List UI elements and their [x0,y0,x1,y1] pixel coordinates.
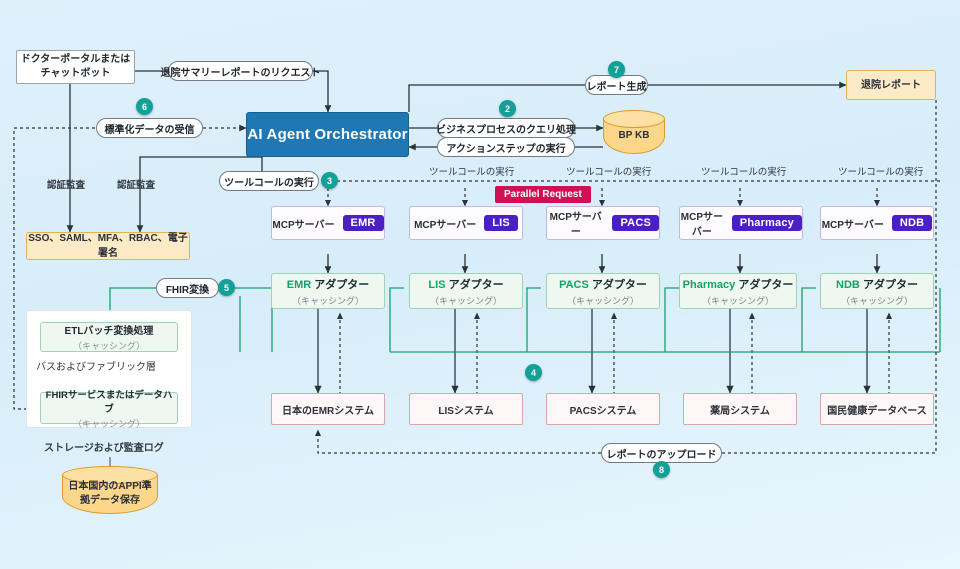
node-mcp-server-ndb[interactable]: MCPサーバー NDB [820,206,934,240]
node-auth-store-label: SSO、SAML、MFA、RBAC、電子署名 [28,233,188,259]
node-adapter-pharmacy[interactable]: Pharmacy アダプター （キャッシング） [679,273,797,309]
node-adapter-emr[interactable]: EMR アダプター （キャッシング） [271,273,385,309]
edge-label-bus-fabric: バスおよびファブリック層 [36,362,156,373]
edge-pill-bp-query[interactable]: ビジネスプロセスのクエリ処理 [436,118,576,138]
edge-pill-report-upload[interactable]: レポートのアップロード [601,443,722,463]
node-system-pharmacy[interactable]: 薬局システム [683,393,797,425]
edge-label-tool-call-5: ツールコールの実行 [838,167,924,178]
node-adapter-pacs[interactable]: PACS アダプター （キャッシング） [546,273,660,309]
adapter-suffix: アダプター [735,278,794,291]
node-system-ndb[interactable]: 国民健康データベース [820,393,934,425]
node-etl-batch[interactable]: ETLバッチ変換処理 （キャッシング） [40,322,178,352]
mcp-server-prefix: MCPサーバー [549,212,602,238]
edge-pill-fhir-transform[interactable]: FHIR変換 [156,278,219,298]
mcp-server-tag: NDB [891,215,933,231]
step-badge-3: 3 [321,172,338,189]
system-label: LISシステム [438,405,494,417]
node-adapter-ndb[interactable]: NDB アダプター （キャッシング） [820,273,934,309]
edge-pill-request[interactable]: 退院サマリーレポートのリクエスト [161,61,321,81]
adapter-title: Pharmacy アダプター [683,276,794,292]
node-doctor-portal[interactable]: ドクターポータルまたは チャットボット [16,50,135,84]
system-label: 薬局システム [710,405,770,417]
mcp-server-prefix: MCPサーバー [272,219,335,231]
step-badge-8: 8 [653,461,670,478]
node-doctor-portal-label: ドクターポータルまたは チャットボット [20,53,131,80]
node-mcp-server-lis[interactable]: MCPサーバー LIS [409,206,523,240]
adapter-name: PACS [559,278,589,291]
adapter-title: NDB アダプター [836,276,918,292]
bp-kb-cylinder-top [603,110,665,128]
adapter-name: Pharmacy [682,278,736,291]
node-appi-store-label: 日本国内のAPPI準 拠データ保存 [68,480,152,507]
edge-label-tool-call-2: ツールコールの実行 [429,167,515,178]
adapter-title: PACS アダプター [559,276,647,292]
adapter-title: EMR アダプター [287,276,370,292]
node-discharge-report-label: 退院レポート [861,79,921,91]
node-mcp-server-pharmacy[interactable]: MCPサーバー Pharmacy [679,206,803,240]
node-ai-agent-orchestrator[interactable]: AI Agent Orchestrator [246,112,409,157]
node-orchestrator-label: AI Agent Orchestrator [247,126,408,143]
mcp-server-tag: EMR [342,215,384,231]
node-system-emr[interactable]: 日本のEMRシステム [271,393,385,425]
step-badge-6: 6 [136,98,153,115]
step-badge-5: 5 [218,279,235,296]
mcp-server-tag: Pharmacy [731,215,802,231]
step-badge-7: 7 [608,61,625,78]
step-badge-4: 4 [525,364,542,381]
node-adapter-lis[interactable]: LIS アダプター （キャッシング） [409,273,523,309]
mcp-server-prefix: MCPサーバー [821,219,884,231]
adapter-name: LIS [428,278,446,291]
step-badge-2: 2 [499,100,516,117]
node-bp-kb[interactable]: BP KB [603,110,665,154]
adapter-name: NDB [836,278,860,291]
adapter-suffix: アダプター [311,278,370,291]
mcp-server-tag: LIS [484,215,518,231]
mcp-server-tag: PACS [612,215,659,231]
adapter-sub: （キャッシング） [429,295,502,306]
node-auth-store[interactable]: SSO、SAML、MFA、RBAC、電子署名 [26,232,190,260]
node-fhir-hub-sub: （キャッシング） [72,418,145,429]
edge-pill-action-step[interactable]: アクションステップの実行 [437,137,575,157]
edge-pill-tool-call-main[interactable]: ツールコールの実行 [219,171,319,191]
adapter-sub: （キャッシング） [291,295,364,306]
adapter-sub: （キャッシング） [840,295,913,306]
adapter-sub: （キャッシング） [566,295,639,306]
node-mcp-server-pacs[interactable]: MCPサーバー PACS [546,206,660,240]
parallel-request-chip: Parallel Request [495,186,591,203]
mcp-server-prefix: MCPサーバー [680,212,724,238]
adapter-suffix: アダプター [445,278,504,291]
node-system-pacs[interactable]: PACSシステム [546,393,660,425]
adapter-sub: （キャッシング） [701,295,774,306]
mcp-server-prefix: MCPサーバー [414,219,477,231]
node-fhir-hub[interactable]: FHIRサービスまたはデータハブ （キャッシング） [40,390,178,429]
appi-cylinder-top [62,466,158,484]
edge-pill-receive-standard-data[interactable]: 標準化データの受信 [96,118,203,138]
node-fhir-hub-title: FHIRサービスまたはデータハブ [45,389,173,415]
system-label: 日本のEMRシステム [282,405,374,417]
edge-label-tool-call-4: ツールコールの実行 [701,167,787,178]
system-label: PACSシステム [569,405,637,417]
adapter-name: EMR [286,278,312,291]
edge-label-auth-audit-1: 認証監査 [47,180,86,191]
edge-label-storage-audit: ストレージおよび監査ログ [44,443,164,454]
node-bp-kb-label: BP KB [618,129,650,141]
node-etl-batch-title: ETLバッチ変換処理 [64,326,154,337]
system-label: 国民健康データベース [827,405,927,417]
edge-label-auth-audit-2: 認証監査 [117,180,156,191]
adapter-title: LIS アダプター [428,276,503,292]
edge-pill-report-generation[interactable]: レポート生成 [585,75,648,95]
node-system-lis[interactable]: LISシステム [409,393,523,425]
node-mcp-server-emr[interactable]: MCPサーバー EMR [271,206,385,240]
edge-label-tool-call-3: ツールコールの実行 [566,167,652,178]
adapter-suffix: アダプター [859,278,918,291]
node-discharge-report[interactable]: 退院レポート [846,70,936,100]
adapter-suffix: アダプター [588,278,647,291]
node-appi-store[interactable]: 日本国内のAPPI準 拠データ保存 [62,466,158,514]
node-etl-batch-sub: （キャッシング） [72,341,145,351]
